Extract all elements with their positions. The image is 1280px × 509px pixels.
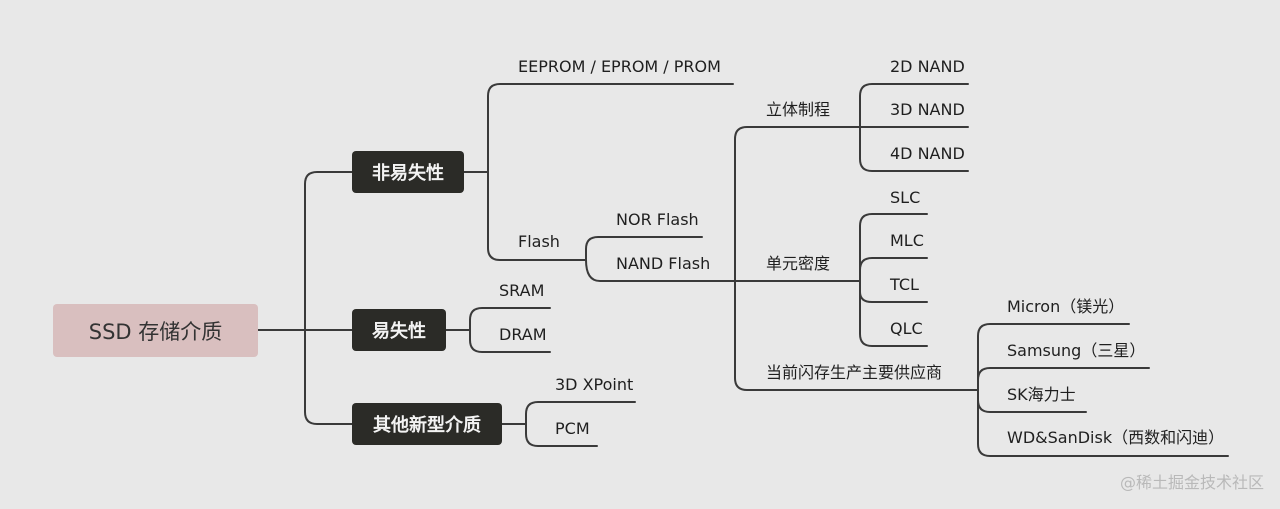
branch-nonvolatile-label: 非易失性 — [372, 163, 444, 184]
leaf-2d-nand: 2D NAND — [890, 57, 965, 76]
leaf-micron: Micron（镁光） — [1007, 297, 1125, 316]
node-cell-density: 单元密度 — [766, 254, 831, 273]
leaf-wd-sandisk: WD&SanDisk（西数和闪迪） — [1007, 428, 1225, 447]
leaf-qlc: QLC — [890, 319, 923, 338]
root-node: SSD 存储介质 — [53, 304, 258, 357]
leaf-4d-nand: 4D NAND — [890, 144, 965, 163]
node-stereo-process: 立体制程 — [766, 100, 831, 119]
leaf-3d-xpoint: 3D XPoint — [555, 375, 634, 394]
leaf-pcm: PCM — [555, 419, 590, 438]
branch-volatile: 易失性 — [352, 309, 446, 351]
node-flash: Flash — [518, 232, 560, 251]
node-nand-flash: NAND Flash — [616, 254, 711, 273]
root-label: SSD 存储介质 — [88, 319, 223, 344]
watermark: @稀土掘金技术社区 — [1119, 473, 1264, 492]
leaf-3d-nand: 3D NAND — [890, 100, 965, 119]
leaf-samsung: Samsung（三星） — [1007, 341, 1146, 360]
node-nor-flash: NOR Flash — [616, 210, 699, 229]
branch-new-media-label: 其他新型介质 — [373, 415, 481, 436]
leaf-slc: SLC — [890, 188, 921, 207]
node-vendors: 当前闪存生产主要供应商 — [766, 363, 943, 382]
branch-nonvolatile: 非易失性 — [352, 151, 464, 193]
branch-new-media: 其他新型介质 — [352, 403, 502, 445]
branch-volatile-label: 易失性 — [372, 321, 426, 342]
leaf-mlc: MLC — [890, 231, 924, 250]
leaf-tcl: TCL — [890, 275, 919, 294]
leaf-sram: SRAM — [499, 281, 545, 300]
node-eeprom: EEPROM / EPROM / PROM — [518, 57, 721, 76]
leaf-dram: DRAM — [499, 325, 547, 344]
leaf-sk-hynix: SK海力士 — [1007, 385, 1076, 404]
